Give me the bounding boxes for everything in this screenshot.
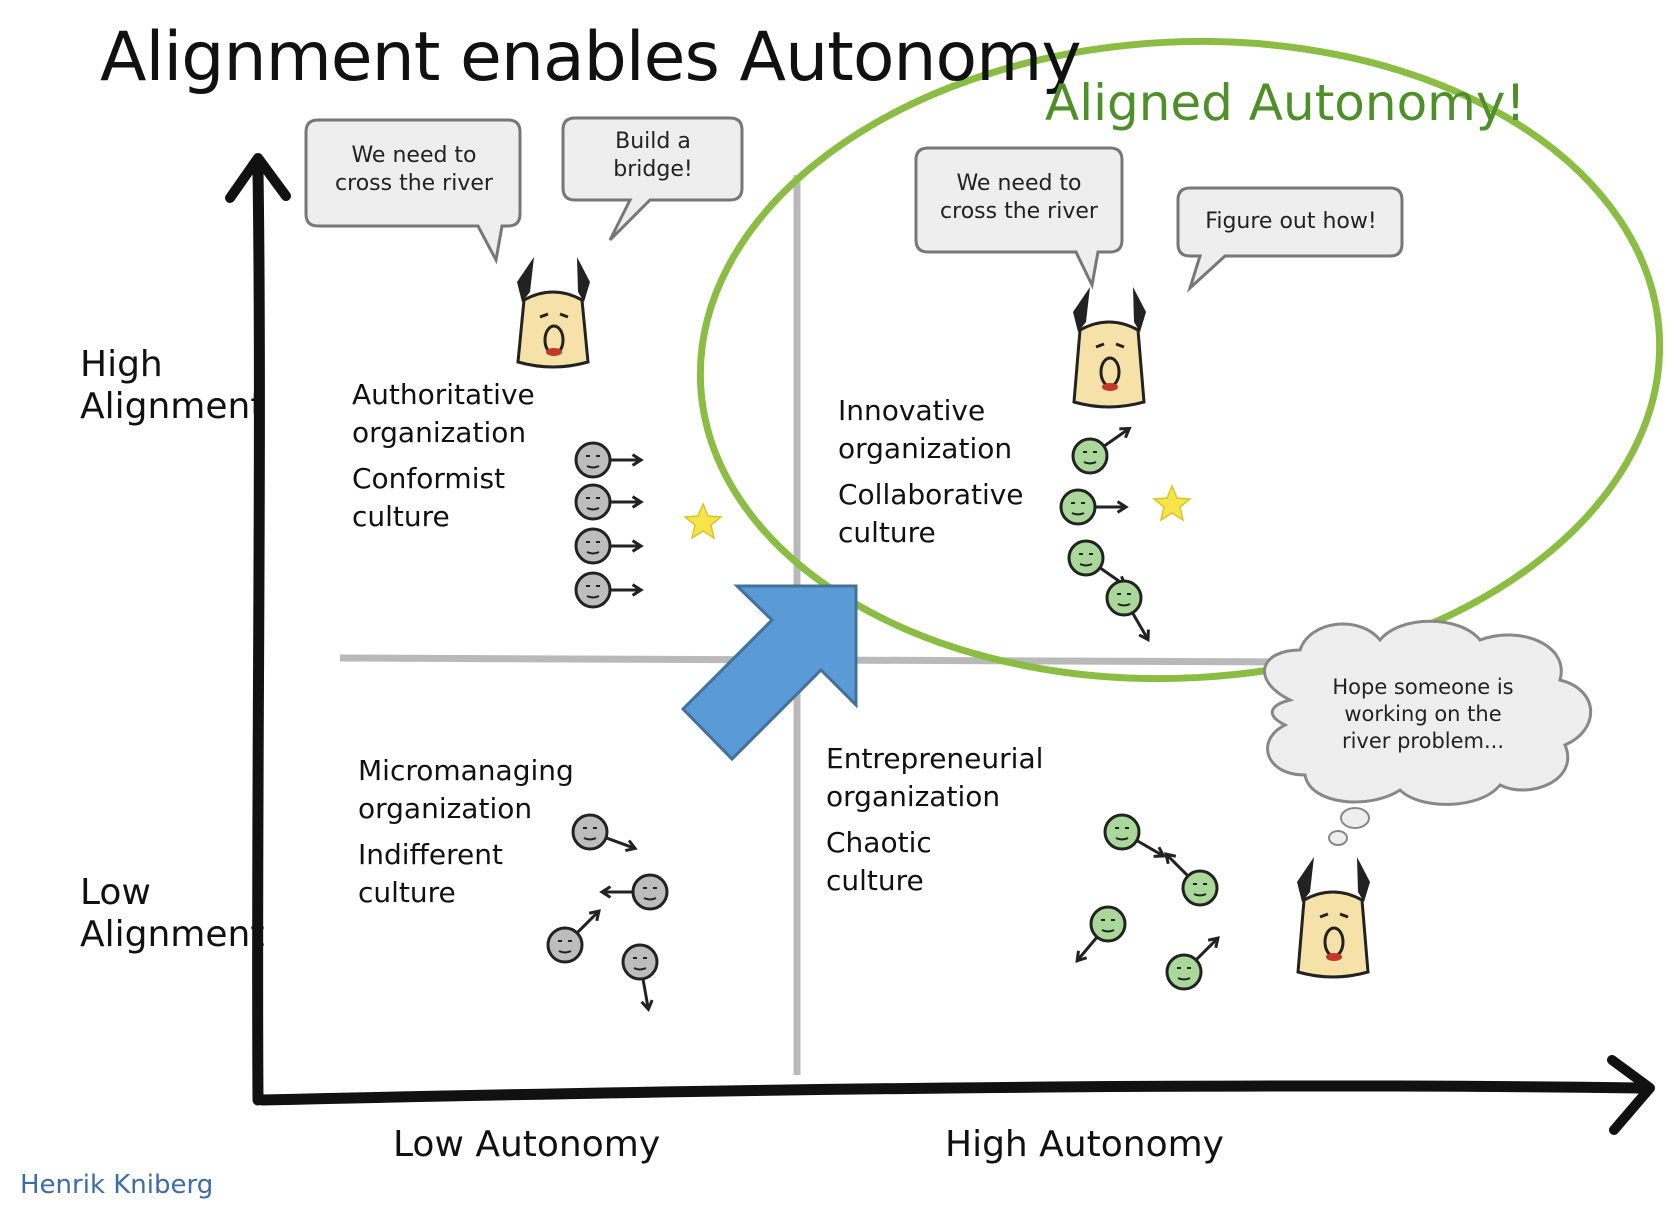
team-member-icon [1165,936,1220,991]
speech-bubble-tr-order [1176,186,1404,293]
team-member-icon [571,813,638,853]
culture-label: Indifferent [358,838,503,871]
star-icon [1152,484,1192,522]
x-low-label: Low Autonomy [393,1124,661,1165]
team-member-icon [1075,905,1127,963]
aligned-autonomy-ellipse [696,37,1664,683]
speech-text-tr-order: Figure out how! [1205,209,1377,234]
team-member-icon [1059,488,1129,526]
team-member-icon [574,483,644,521]
org-label: Entrepreneurial [826,742,1044,775]
quadrant-top-right: Innovative organization Collaborative cu… [838,394,1024,549]
team-member-icon [621,943,659,1013]
speech-bubble-tl-leader [304,118,522,265]
blue-arrow-icon [680,584,858,762]
team-member-icon [1105,579,1150,642]
org-label: Innovative [838,394,986,427]
culture-label: Collaborative [838,478,1024,511]
speech-bubble-tr-leader [914,146,1124,290]
boss-character-icon [516,257,590,369]
quadrant-bottom-left: Micromanaging organization Indifferent c… [358,754,574,909]
y-axis-arrow-icon [225,153,291,203]
org-label: Micromanaging [358,754,574,787]
team-member-icon [574,571,644,609]
x-axis [256,1080,1646,1106]
team-member-icon [574,527,644,565]
x-axis-arrow-icon [1607,1055,1655,1135]
team-member-icon [1071,426,1132,475]
diagram-title: Alignment enables Autonomy [100,18,1082,97]
team-member-icon [574,441,644,479]
quadrant-bottom-right: Entrepreneurial organization Chaotic cul… [826,742,1044,897]
org-label: Authoritative [352,378,535,411]
team-member-icon [1103,813,1166,858]
star-icon [683,502,723,540]
author-credit: Henrik Kniberg [20,1170,214,1200]
team-member-icon [546,909,601,964]
x-high-label: High Autonomy [945,1124,1224,1165]
team-member-icon [599,873,669,911]
boss-character-icon [1072,287,1146,409]
quadrant-top-left: Authoritative organization Conformist cu… [352,378,535,533]
y-axis [252,164,265,1106]
team-members [546,426,1220,1013]
boss-character-icon [1296,857,1370,979]
team-member-icon [1164,852,1219,907]
team-member-icon [1067,539,1128,588]
speech-bubble-tl-order [561,116,744,242]
aligned-autonomy-label: Aligned Autonomy! [1045,74,1526,132]
thought-cloud [1263,619,1593,846]
culture-label: Conformist [352,462,506,495]
culture-label: Chaotic [826,826,932,859]
